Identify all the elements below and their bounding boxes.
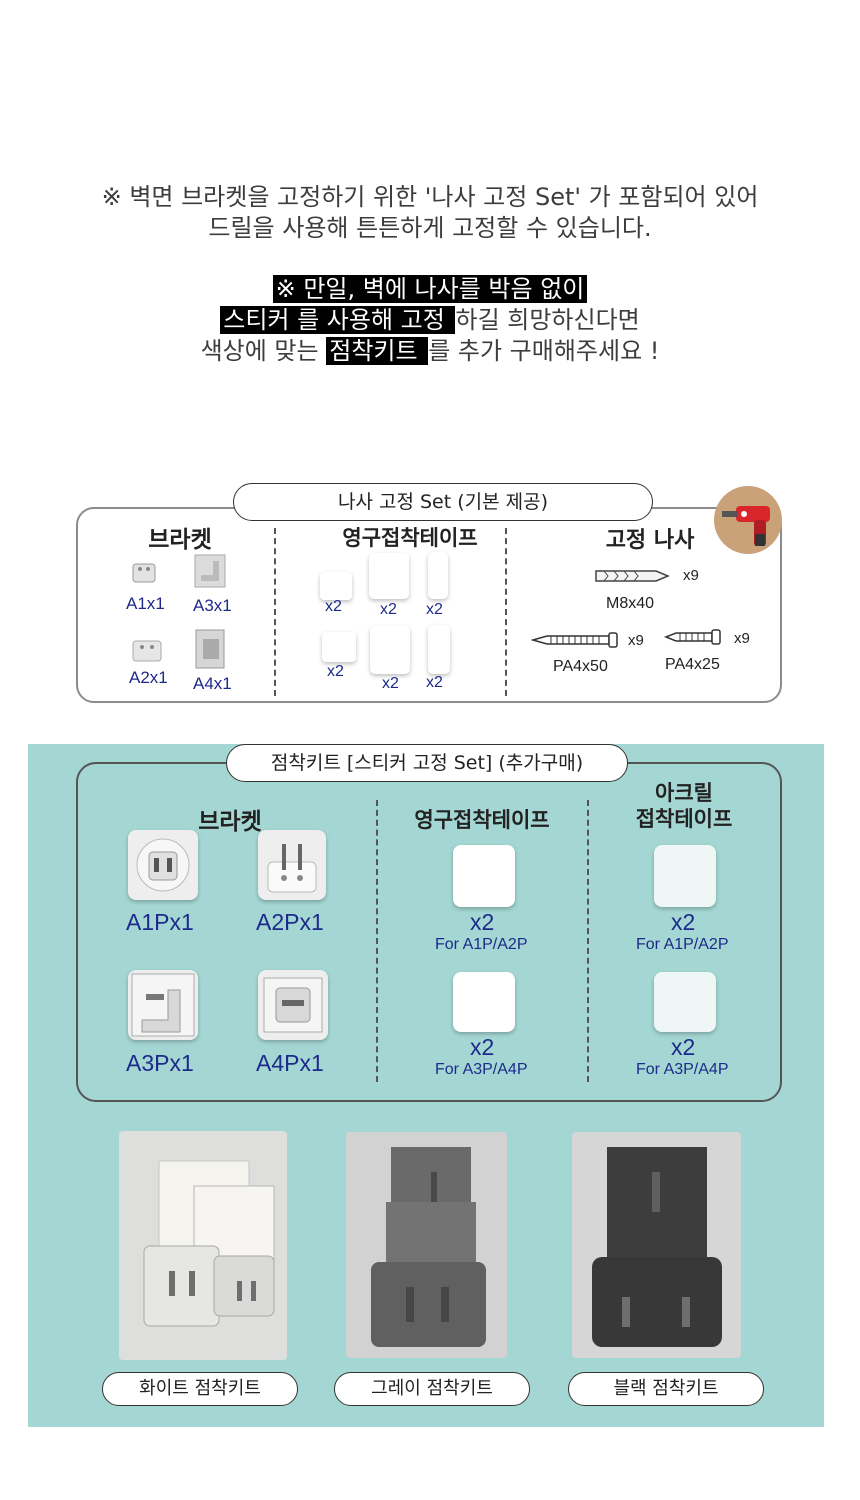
sticker-set-title: 점착키트 [스티커 고정 Set] (추가구매) <box>226 744 628 782</box>
column-divider <box>376 800 378 1082</box>
tape-qty: x2 <box>470 1034 495 1060</box>
intro-line-1: ※ 벽면 브라켓을 고정하기 위한 '나사 고정 Set' 가 포함되어 있어 <box>101 183 759 211</box>
highlight-text: ※ 만일, 벽에 나사를 박음 없이 <box>272 275 588 303</box>
tape-for: For A3P/A4P <box>435 1061 528 1078</box>
screw-label: PA4x25 <box>665 656 720 673</box>
acrylic-qty: x2 <box>671 1034 696 1060</box>
tape-qty: x2 <box>426 674 443 691</box>
bracket-a3p-image <box>128 970 198 1040</box>
column-title-tape: 영구접착테이프 <box>342 526 478 550</box>
intro-text: 를 추가 구매해주세요 ! <box>428 337 660 365</box>
bracket-label: A4x1 <box>193 674 232 693</box>
acrylic-tape-tile <box>654 845 716 907</box>
column-divider <box>505 528 507 696</box>
tape-qty: x2 <box>327 663 344 680</box>
acrylic-for: For A3P/A4P <box>636 1061 729 1078</box>
intro-line-3: ※ 만일, 벽에 나사를 박음 없이 <box>0 274 860 305</box>
black-kit-photo <box>572 1132 741 1358</box>
column-title-screw: 고정 나사 <box>605 528 695 553</box>
tape-tile <box>320 572 352 600</box>
column-title-bracket: 브라켓 <box>198 809 262 835</box>
drill-icon <box>714 486 782 554</box>
column-divider <box>587 800 589 1082</box>
tape-tile <box>428 625 450 674</box>
tape-tile <box>453 972 515 1032</box>
bracket-label: A4Px1 <box>256 1050 324 1076</box>
tape-tile <box>369 553 409 599</box>
tape-qty: x2 <box>325 598 342 615</box>
intro-text: 하길 희망하신다면 <box>455 306 640 334</box>
tape-qty: x2 <box>426 601 443 618</box>
tape-tile <box>322 632 356 662</box>
tape-qty: x2 <box>382 675 399 692</box>
kit-label-black: 블랙 점착키트 <box>568 1372 764 1406</box>
acrylic-qty: x2 <box>671 909 696 935</box>
tape-tile <box>428 552 448 599</box>
screw-qty: x9 <box>734 630 750 647</box>
screw-set-title: 나사 고정 Set (기본 제공) <box>233 483 653 521</box>
intro-line-5: 색상에 맞는 점착키트 를 추가 구매해주세요 ! <box>0 336 860 367</box>
intro-line-2: 드릴을 사용해 튼튼하게 고정할 수 있습니다. <box>208 214 652 242</box>
bracket-label: A2x1 <box>129 668 168 687</box>
tape-for: For A1P/A2P <box>435 936 528 953</box>
kit-label-white: 화이트 점착키트 <box>102 1372 298 1406</box>
column-divider <box>274 528 276 696</box>
column-title-bracket: 브라켓 <box>148 527 212 553</box>
bracket-a1-icon <box>132 563 156 583</box>
bracket-a4p-image <box>258 970 328 1040</box>
bracket-a4-icon <box>195 629 225 669</box>
bracket-label: A1x1 <box>126 594 165 613</box>
bracket-a1p-image <box>128 830 198 900</box>
kit-label-gray: 그레이 점착키트 <box>334 1372 530 1406</box>
anchor-qty: x9 <box>683 567 699 584</box>
bracket-a2-icon <box>132 640 162 662</box>
acrylic-tape-tile <box>654 972 716 1032</box>
tape-qty: x2 <box>470 909 495 935</box>
tape-tile <box>370 626 410 674</box>
bracket-label: A3Px1 <box>126 1050 194 1076</box>
screw-label: PA4x50 <box>553 658 608 675</box>
bracket-label: A3x1 <box>193 596 232 615</box>
white-kit-photo <box>119 1131 287 1360</box>
anchor-label: M8x40 <box>606 595 655 612</box>
column-title-tape: 영구접착테이프 <box>414 808 550 832</box>
intro-text: 색상에 맞는 <box>200 337 327 365</box>
tape-tile <box>453 845 515 907</box>
bracket-label: A2Px1 <box>256 909 324 935</box>
screw-icon <box>664 629 721 645</box>
wall-anchor-icon <box>595 570 670 582</box>
bracket-a2p-image <box>258 830 326 900</box>
screw-icon <box>531 632 618 648</box>
highlight-text: 스티커 를 사용해 고정 <box>220 306 456 334</box>
gray-kit-photo <box>346 1132 507 1358</box>
column-title-line: 접착테이프 <box>635 807 733 831</box>
bracket-label: A1Px1 <box>126 909 194 935</box>
bracket-a3-icon <box>194 554 226 588</box>
acrylic-for: For A1P/A2P <box>636 936 729 953</box>
highlight-text: 점착키트 <box>326 337 429 365</box>
intro-line-4: 스티커 를 사용해 고정 하길 희망하신다면 <box>0 305 860 336</box>
column-title-line: 아크릴 <box>655 781 713 805</box>
tape-qty: x2 <box>380 601 397 618</box>
screw-qty: x9 <box>628 632 644 649</box>
